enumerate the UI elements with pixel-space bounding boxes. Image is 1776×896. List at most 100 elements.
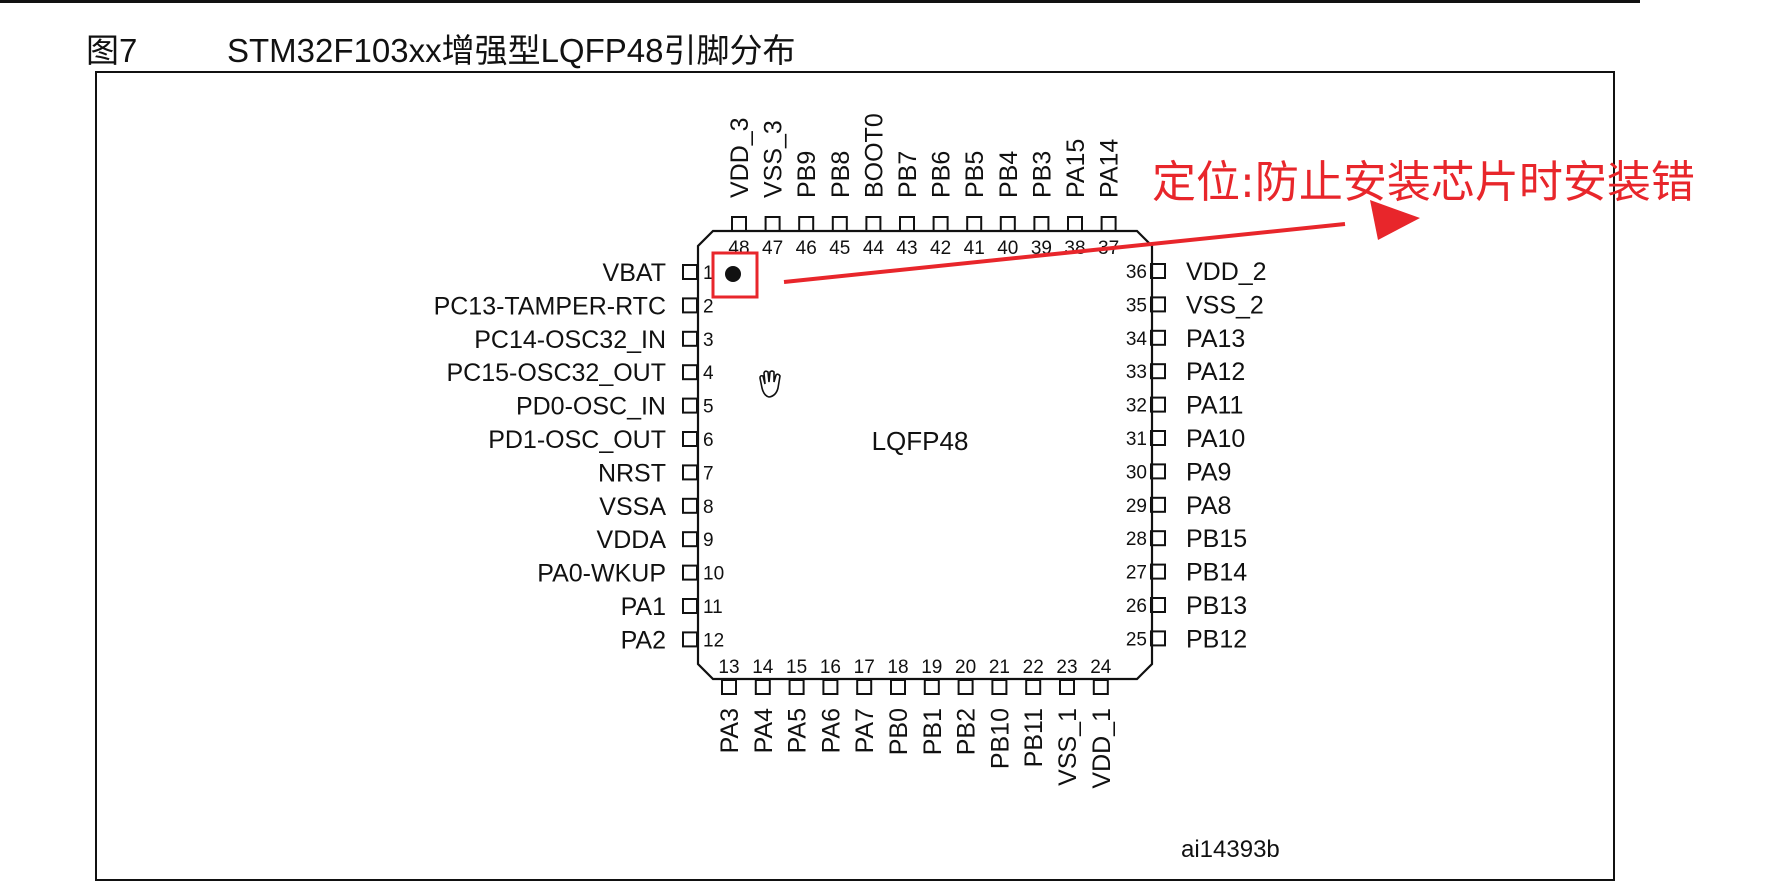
pin-number-11: 11	[703, 597, 723, 618]
pin-label-29: PA8	[1186, 492, 1231, 520]
pin-number-22: 22	[1023, 657, 1044, 678]
pin1-dot-icon	[725, 266, 741, 282]
pin-label-34: PA13	[1186, 325, 1245, 353]
pin-number-6: 6	[703, 430, 714, 451]
pin-label-37: PA14	[1096, 139, 1124, 198]
pin-pad-48	[731, 216, 747, 232]
page-top-rule	[0, 0, 1640, 3]
pin-number-48: 48	[728, 238, 749, 259]
pin1-highlight-box	[711, 251, 759, 299]
pin-number-42: 42	[930, 238, 951, 259]
pin-label-41: PB5	[961, 151, 989, 198]
figure-frame	[95, 71, 1615, 881]
pin-label-32: PA11	[1186, 392, 1243, 420]
pin-number-17: 17	[854, 657, 875, 678]
pin-pad-42	[932, 216, 949, 232]
pin-pad-8	[682, 497, 698, 514]
pin-pad-40	[999, 216, 1016, 232]
pin-pad-47	[764, 216, 781, 232]
pin-label-43: PB7	[894, 151, 922, 198]
pin-number-10: 10	[703, 564, 724, 585]
pin-number-46: 46	[796, 238, 817, 259]
pin-pad-20	[957, 679, 974, 695]
pin-number-26: 26	[1126, 596, 1147, 617]
pin-pad-6	[682, 431, 698, 447]
pin-pad-5	[682, 397, 698, 414]
pin-label-31: PA10	[1186, 425, 1245, 453]
pin-number-28: 28	[1126, 529, 1147, 550]
annotation-arrowhead	[1370, 200, 1420, 240]
pins-left-group: 1VBAT2PC13-TAMPER-RTC3PC14-OSC32_IN4PC15…	[434, 259, 725, 654]
pin-label-25: PB12	[1186, 625, 1247, 653]
pin-pad-41	[966, 216, 983, 232]
pin-number-43: 43	[896, 238, 917, 259]
pin-label-9: VDDA	[597, 526, 667, 554]
pin-label-18: PB0	[885, 708, 913, 755]
pin-label-8: VSSA	[599, 493, 666, 521]
pin-number-14: 14	[752, 657, 774, 678]
pin-label-36: VDD_2	[1186, 258, 1267, 286]
pin-pad-45	[831, 216, 848, 232]
pin-label-48: VDD_3	[726, 117, 754, 198]
drawing-code: ai14393b	[1181, 836, 1280, 863]
pin-label-1: VBAT	[603, 259, 666, 287]
pin-number-24: 24	[1090, 657, 1112, 678]
pin-label-28: PB15	[1186, 525, 1247, 553]
pin-pad-37	[1100, 216, 1117, 232]
pin-number-32: 32	[1126, 396, 1147, 417]
pin-pad-13	[721, 679, 737, 695]
pin-label-24: VDD_1	[1088, 708, 1116, 789]
pin-label-12: PA2	[621, 626, 666, 654]
pin-label-26: PB13	[1186, 592, 1247, 620]
pin-number-8: 8	[703, 497, 714, 518]
pin-label-5: PD0-OSC_IN	[516, 393, 666, 421]
pin-pad-22	[1025, 679, 1042, 695]
pin-pad-14	[754, 679, 771, 695]
pin-pad-9	[682, 531, 698, 548]
pin-label-46: PB9	[793, 151, 821, 198]
pin-number-18: 18	[887, 657, 908, 678]
pin-label-38: PA15	[1062, 139, 1090, 198]
annotation-text: 定位:防止安装芯片时安装错	[1152, 157, 1695, 208]
pin-label-27: PB14	[1186, 559, 1247, 587]
pin-number-15: 15	[786, 657, 807, 678]
pin-number-1: 1	[703, 263, 714, 284]
pin-label-40: PB4	[995, 151, 1023, 198]
pin-label-45: PB8	[827, 151, 855, 198]
pin-label-10: PA0-WKUP	[537, 560, 666, 588]
pin-number-9: 9	[703, 530, 714, 551]
pin-pad-38	[1067, 216, 1083, 232]
pin-pad-46	[798, 216, 815, 232]
figure-number: 图7	[86, 32, 138, 69]
pin-number-16: 16	[820, 657, 841, 678]
pin-label-3: PC14-OSC32_IN	[474, 326, 666, 354]
pins-bottom-group: 13PA314PA415PA516PA617PA718PB019PB120PB2…	[716, 657, 1116, 789]
pin-label-11: PA1	[621, 593, 666, 621]
pin-pad-18	[890, 679, 906, 695]
pin-pad-1	[682, 264, 698, 280]
pin-number-4: 4	[703, 363, 714, 384]
pin-number-27: 27	[1126, 563, 1147, 584]
pin-number-31: 31	[1126, 429, 1147, 450]
pin-pad-3	[682, 330, 698, 347]
pin-number-13: 13	[718, 657, 739, 678]
pin-number-3: 3	[703, 330, 714, 351]
pin-number-19: 19	[921, 657, 942, 678]
pin-label-17: PA7	[851, 708, 879, 753]
pins-top-group: 48VDD_347VSS_346PB945PB844BOOT043PB742PB…	[726, 113, 1124, 259]
pin-label-42: PB6	[928, 151, 956, 198]
pin-number-7: 7	[703, 463, 714, 484]
pin-label-22: PB11	[1020, 708, 1048, 767]
pin-label-21: PB10	[986, 708, 1014, 769]
pin-number-20: 20	[955, 657, 976, 678]
pin-number-2: 2	[703, 296, 714, 317]
pin-number-47: 47	[762, 238, 783, 259]
pin-pad-4	[682, 364, 698, 381]
pin-label-13: PA3	[716, 708, 744, 753]
pin-pad-10	[682, 564, 698, 581]
hand-cursor-icon	[759, 370, 781, 398]
pin-pad-19	[923, 679, 940, 695]
pin-pad-11	[682, 598, 698, 614]
